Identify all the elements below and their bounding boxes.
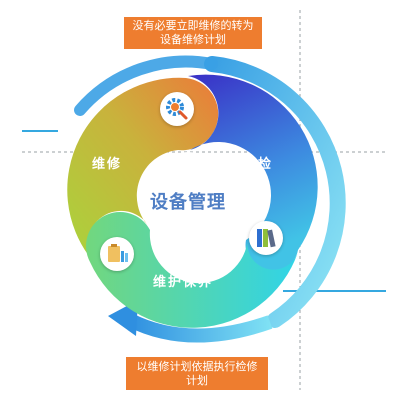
binders-icon (249, 221, 283, 255)
segment-label-baoyang: 维护保养 (153, 275, 214, 290)
outer-ring-top-left (74, 55, 218, 116)
center-title: 设备管理 (150, 192, 226, 213)
cycle-arrow-body (126, 313, 273, 343)
gear-search-icon (160, 92, 194, 126)
segment-label-xunjian: 巡检 (243, 157, 274, 172)
segment-label-weixiu: 维修 (92, 157, 123, 172)
center-circle (140, 152, 236, 248)
segment-baoyang (86, 212, 298, 328)
note-bottom-line2: 计划 (186, 374, 208, 387)
note-bottom-line1: 以维修计划依据执行检修 (136, 360, 258, 373)
note-top-line1: 没有必要立即维修的转为 (132, 19, 254, 32)
note-top-line2: 设备维修计划 (160, 33, 226, 46)
note-top: 没有必要立即维修的转为 设备维修计划 (124, 17, 262, 49)
clipboard-bottles-icon (100, 237, 134, 271)
segment-xunjian (188, 74, 318, 272)
outer-ring-right (204, 56, 346, 328)
note-bottom: 以维修计划依据执行检修 计划 (126, 357, 268, 390)
